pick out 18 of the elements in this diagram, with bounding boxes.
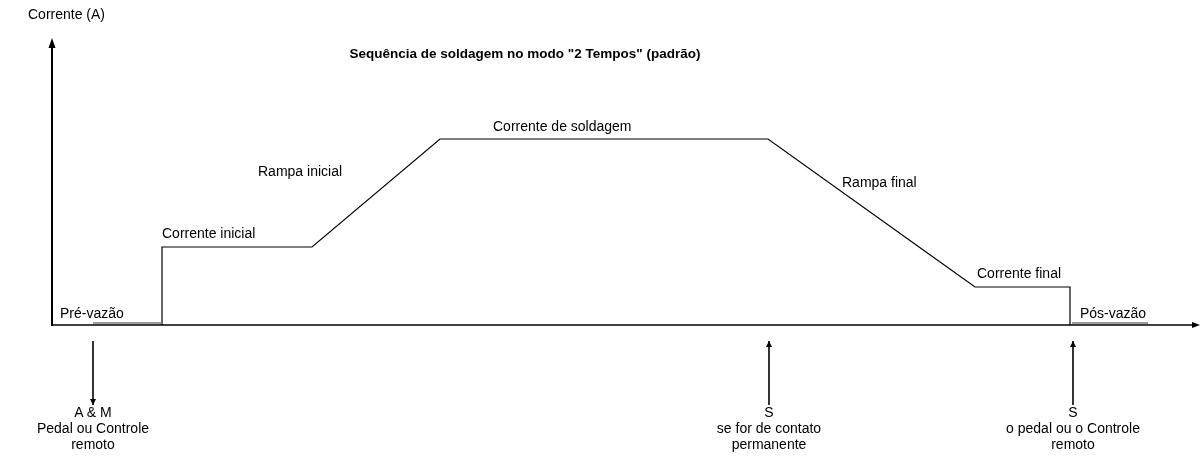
phase-label: Rampa inicial [258,163,343,179]
phase-label: Pós-vazão [1080,305,1147,321]
chart-title: Sequência de soldagem no modo "2 Tempos" (padrão) [348,46,702,61]
axis-label: Corrente (A) [28,6,106,22]
arrow [90,340,96,406]
trigger-label: S [763,404,775,420]
phase-label: Corrente de soldagem [493,118,632,134]
arrow [766,340,772,406]
phase-label: Corrente final [977,265,1062,281]
phase-label: Corrente inicial [162,225,256,241]
trigger-description: Pedal ou Controle remoto [35,420,151,452]
trigger-description: o pedal ou o Controle remoto [1005,420,1141,452]
trigger-label: S [1067,404,1079,420]
phase-label: Rampa final [842,174,917,190]
trigger-description: se for de contato permanente [715,420,823,452]
phase-label: Pré-vazão [60,305,124,321]
arrow [1070,340,1076,406]
trigger-label: A & M [73,404,113,420]
